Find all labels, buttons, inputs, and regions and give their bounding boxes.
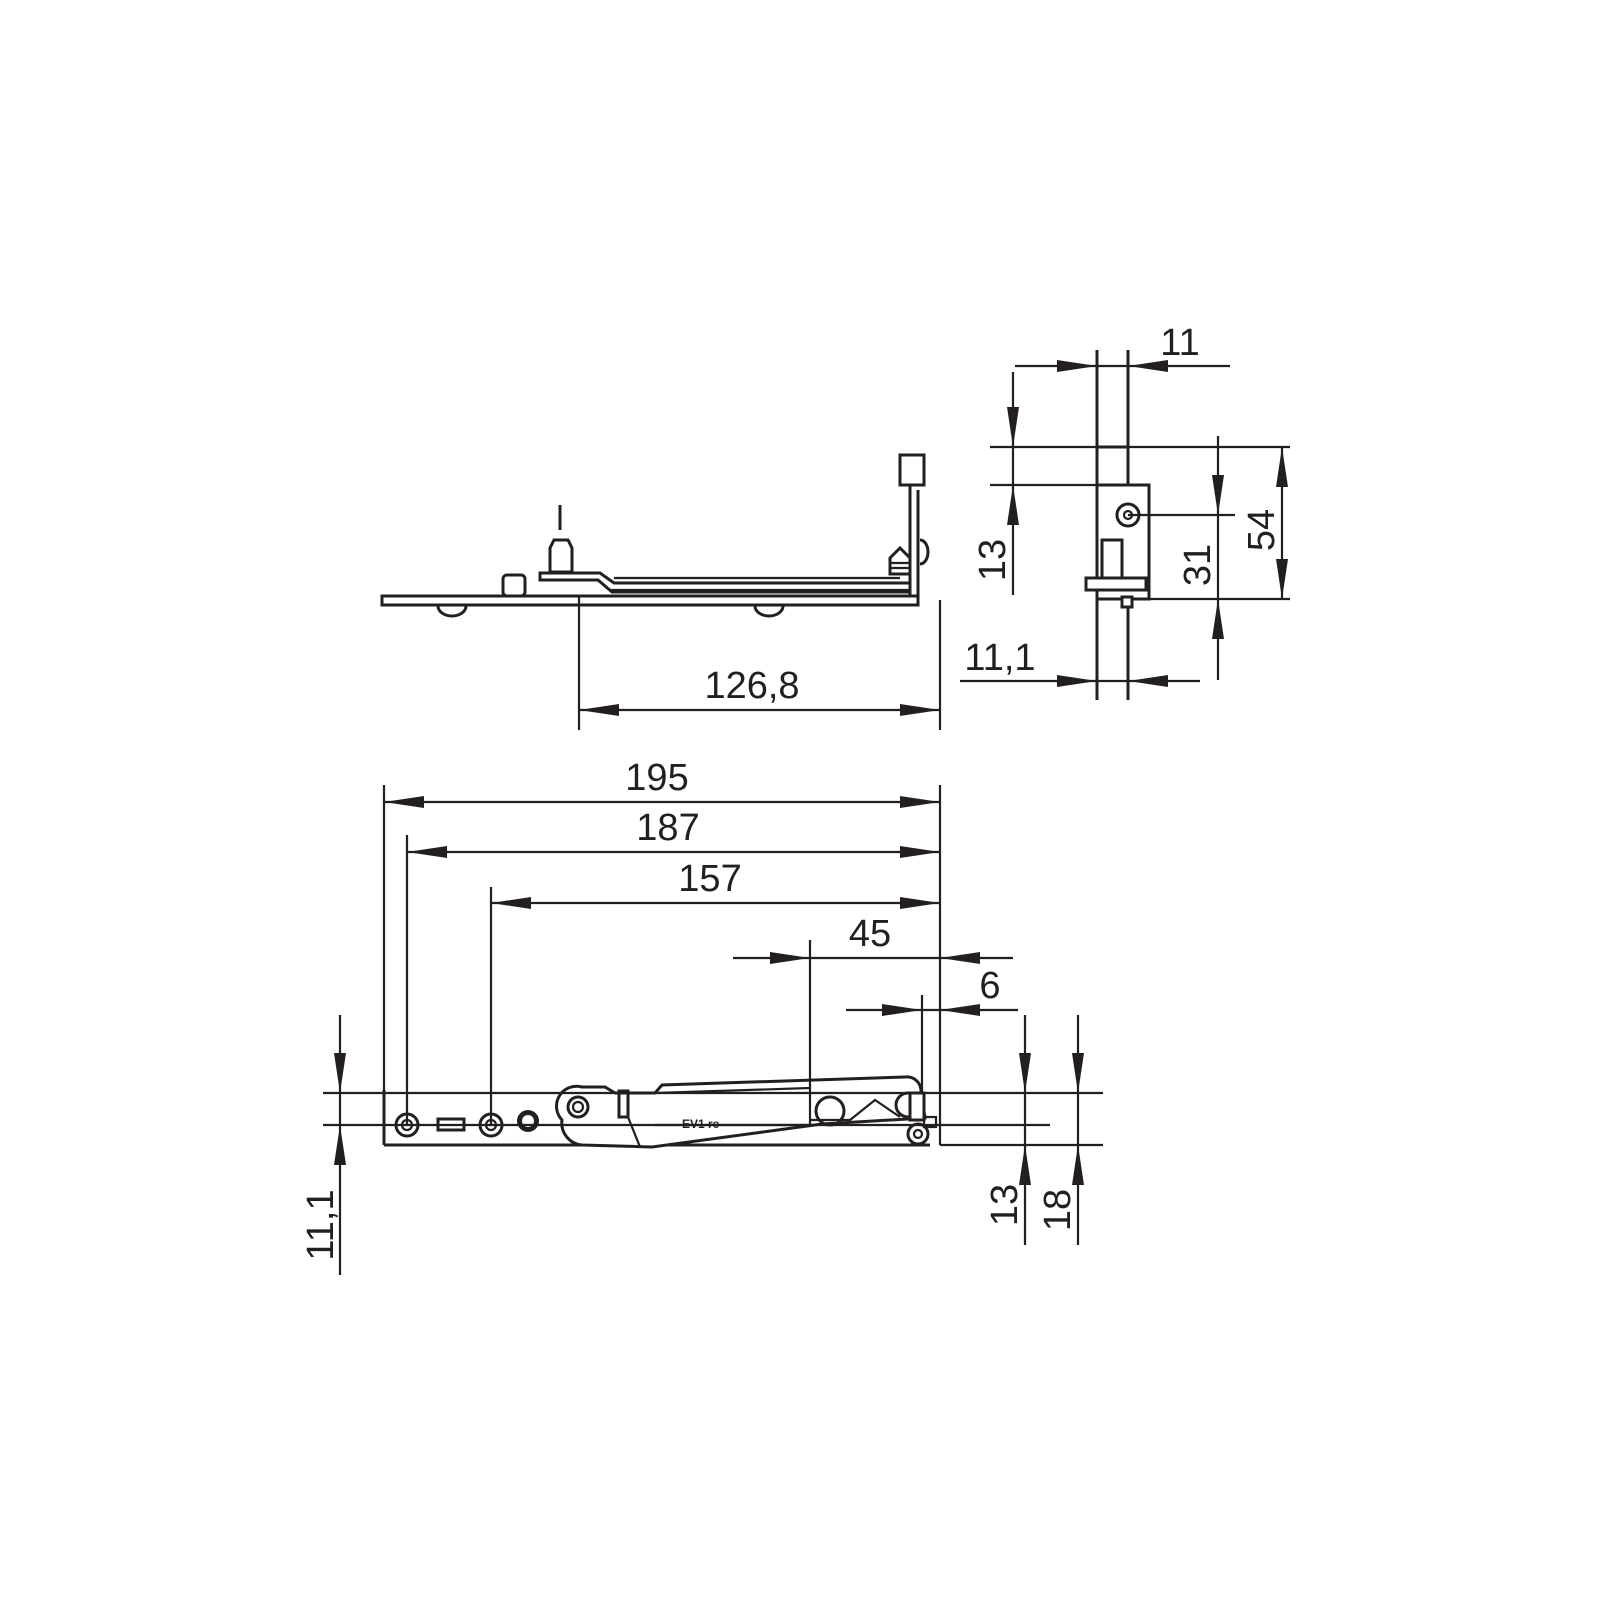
base-plate [380, 594, 920, 607]
lever-arm [555, 1075, 927, 1149]
svg-text:54: 54 [1241, 509, 1283, 551]
svg-text:6: 6 [979, 965, 1000, 1007]
dim-lever-offset: 45 [733, 913, 1013, 964]
svg-text:31: 31 [1177, 544, 1219, 586]
dim-end-mid-height: 31 [1128, 436, 1290, 680]
dim-end-bottom-width: 11,1 [960, 637, 1200, 687]
side-view [380, 453, 930, 618]
end-cap [1095, 445, 1130, 487]
dim-left-height: 11,1 [300, 1015, 346, 1275]
pin [548, 538, 574, 574]
dim-overall-length: 195 [384, 757, 940, 808]
dim-side-length: 126,8 [577, 595, 942, 730]
end-pin [1100, 538, 1124, 580]
svg-text:18: 18 [1037, 1189, 1079, 1231]
end-arm [1084, 576, 1148, 592]
dim-right-height-18: 18 [1037, 1015, 1084, 1245]
fastener [501, 573, 527, 598]
svg-text:187: 187 [636, 807, 699, 849]
dim-end-top-width: 11 [1015, 322, 1230, 372]
svg-text:157: 157 [678, 858, 741, 900]
svg-text:11,1: 11,1 [300, 1189, 342, 1260]
dim-hole2-length: 157 [491, 858, 940, 909]
svg-text:195: 195 [625, 757, 688, 799]
svg-text:11,1: 11,1 [964, 637, 1035, 679]
dim-label: 126,8 [704, 665, 799, 707]
roller-icon [753, 605, 785, 618]
dim-hole1-length: 187 [407, 807, 940, 858]
roller-icon [436, 605, 468, 618]
end-view [1084, 350, 1151, 700]
svg-text:13: 13 [972, 539, 1014, 581]
svg-text:13: 13 [984, 1184, 1026, 1226]
svg-text:11: 11 [1160, 322, 1199, 364]
bracket-cap [898, 453, 926, 487]
bracket-vertical [900, 483, 912, 596]
dim-end-upper-height: 13 [972, 372, 1290, 595]
dim-right-height-13: 13 [984, 1015, 1031, 1245]
ribbed-stop [888, 545, 912, 576]
top-view: EV1 re [382, 1075, 938, 1149]
dim-pivot-offset: 6 [846, 965, 1018, 1016]
dim-end-total-height: 54 [1241, 447, 1288, 599]
svg-text:45: 45 [849, 913, 891, 955]
